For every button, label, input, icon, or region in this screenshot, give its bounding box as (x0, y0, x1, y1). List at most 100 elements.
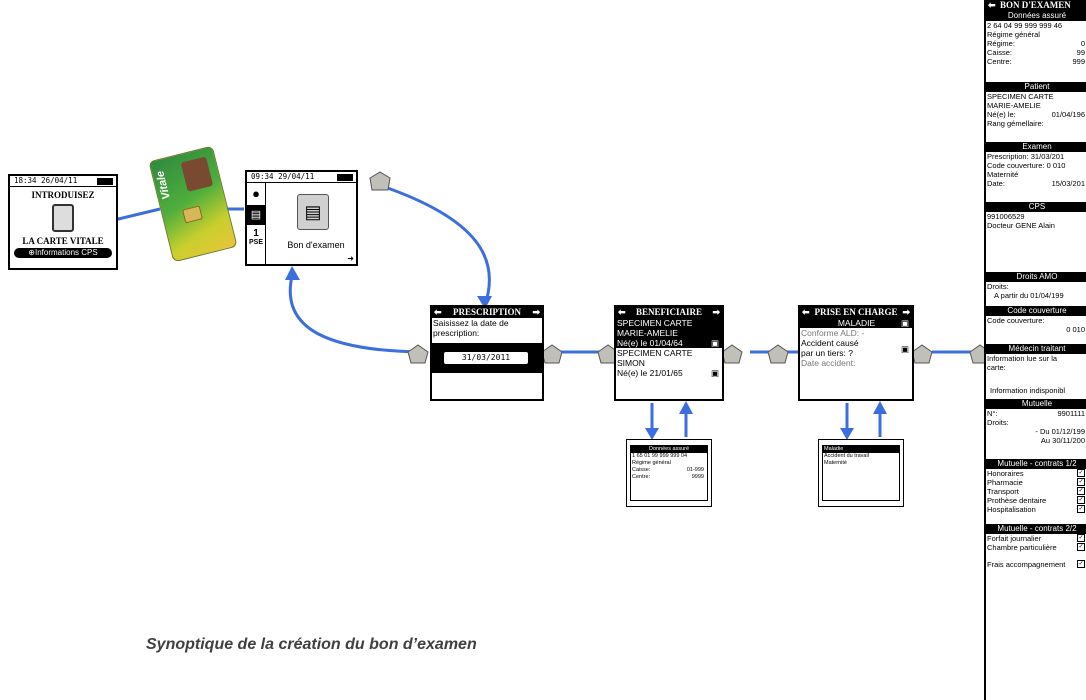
section-mutuelle: Mutuelle (986, 399, 1086, 409)
checkbox-icon[interactable]: ✓ (1077, 487, 1085, 495)
section-assure: Données assuré (986, 11, 1086, 21)
mini-assure-line: 1 65 01 99 999 999 04 (632, 453, 688, 459)
beneficiary-1-firstname: MARIE-AMELIE (616, 328, 722, 338)
droits-label: Droits: (987, 282, 1009, 291)
contrat-item: Chambre particulière✓ (987, 543, 1085, 552)
examen-date: Date:15/03/201 (987, 179, 1085, 188)
prise-date-accident: Date accident: (801, 358, 856, 368)
screen-beneficiaire: ⬅ BENEFICIAIRE ➡ SPECIMEN CARTE MARIE-AM… (614, 305, 724, 401)
patient-rang: Rang gémellaire: (987, 119, 1044, 128)
beneficiary-2-name: SPECIMEN CARTE (617, 348, 693, 358)
prescription-date-input[interactable]: 31/03/2011 (444, 352, 528, 364)
contrat-item: Frais accompagnement✓ (987, 560, 1085, 569)
card-photo (180, 156, 214, 192)
checkbox-icon[interactable]: ✓ (1077, 478, 1085, 486)
mini-donnees-assure: Données assuré 1 65 01 99 999 999 04 Rég… (626, 439, 712, 507)
contrat-item: Hospitalisation✓ (987, 505, 1085, 514)
node-benef-out (721, 344, 743, 364)
exam-document-icon[interactable]: ▤ (297, 194, 329, 230)
checkbox-icon[interactable]: ✓ (1077, 496, 1085, 504)
arrow-heads (285, 266, 887, 440)
checkbox-icon[interactable]: ✓ (1077, 469, 1085, 477)
patient-birth: Né(e) le:01/04/196 (987, 110, 1085, 119)
checkbox-icon[interactable]: ✓ (1077, 543, 1085, 551)
caisse-row: Caisse:99 (987, 48, 1085, 57)
contrat-item: Prothèse dentaire✓ (987, 496, 1085, 505)
medecin-line3: Information indisponibl (990, 386, 1066, 395)
document-icon[interactable]: ▤ (247, 205, 265, 225)
contrat-item: Transport✓ (987, 487, 1085, 496)
patient-icon[interactable]: ● (252, 186, 260, 201)
side-menu: ● ▤ 1 PSE (247, 183, 266, 264)
mutuelle-droits: Droits: (987, 418, 1009, 427)
back-arrow-icon[interactable]: ⬅ (434, 307, 442, 317)
code-couv-value: 0 010 (1066, 325, 1085, 334)
section-cps: CPS (986, 202, 1086, 212)
beneficiary-1-name: SPECIMEN CARTE (616, 318, 722, 328)
beneficiary-2-birth: Né(e) le 21/01/65▣ (617, 368, 719, 378)
back-arrow-icon[interactable]: ⬅ (802, 307, 810, 317)
medecin-line2: carte: (987, 363, 1006, 372)
mini-option[interactable]: Accident du travail (824, 453, 869, 459)
checkbox-icon[interactable]: ✓ (1077, 505, 1085, 513)
code-couv-label: Code couverture: (987, 316, 1045, 325)
details-icon[interactable]: ▣ (710, 368, 719, 378)
centre-row: Centre:999 (987, 57, 1085, 66)
contrat-item: Pharmacie✓ (987, 478, 1085, 487)
section-droits-amo: Droits AMO (986, 272, 1086, 282)
status-clock: 09:34 29/04/11 (251, 172, 315, 181)
examen-maternite: Maternité (987, 170, 1019, 179)
nir-value: 2 64 04 99 999 999 46 (987, 21, 1063, 30)
forward-arrow-icon[interactable]: ➡ (532, 307, 540, 317)
bon-examen-panel: ⬅ BON D'EXAMEN Données assuré 2 64 04 99… (984, 0, 1086, 700)
mutuelle-au: Au 30/11/200 (1040, 436, 1085, 445)
mini-option[interactable]: Maternité (824, 460, 847, 466)
section-patient: Patient (986, 82, 1086, 92)
forward-arrow-icon[interactable]: ➡ (902, 307, 910, 317)
arrow-right-icon[interactable]: ➜ (347, 254, 354, 263)
prescription-prompt-2: prescription: (433, 328, 480, 338)
section-code-couverture: Code couverture (986, 306, 1086, 316)
prescription-prompt-1: Saisissez la date de (433, 318, 509, 328)
checkbox-icon[interactable]: ✓ (1077, 534, 1085, 542)
bon-examen-label[interactable]: Bon d'examen (287, 240, 345, 250)
status-clock: 18:34 26/04/11 (14, 176, 78, 185)
screen-prise-en-charge: ⬅ PRISE EN CHARGE ➡ MALADIE▣ Conforme AL… (798, 305, 914, 401)
back-arrow-icon[interactable]: ⬅ (618, 307, 626, 317)
droits-value: A partir du 01/04/199 (994, 291, 1064, 300)
beneficiary-1-selected[interactable]: SPECIMEN CARTE MARIE-AMELIE Né(e) le 01/… (616, 318, 722, 348)
beneficiary-2[interactable]: SPECIMEN CARTE SIMON Né(e) le 21/01/65▣ (616, 348, 722, 378)
screen-insert-card: 18:34 26/04/11 INTRODUISEZ LA CARTE VITA… (8, 174, 118, 270)
battery-icon (97, 178, 113, 185)
forward-arrow-icon[interactable]: ➡ (712, 307, 720, 317)
info-cps-button[interactable]: ⊕Informations CPS (14, 248, 112, 258)
card-chip (182, 205, 203, 224)
mini-option-selected[interactable]: Maladie (823, 446, 899, 453)
prise-selected-maladie[interactable]: MALADIE▣ (800, 318, 912, 328)
card-slot-icon (52, 204, 74, 232)
beneficiaire-title: BENEFICIAIRE (635, 307, 702, 317)
card-label: Vitale (154, 169, 173, 201)
screen-home: 09:34 29/04/11 ● ▤ 1 PSE ▤ Bon d'examen … (245, 170, 358, 266)
contrat-item: Honoraires✓ (987, 469, 1085, 478)
pse-icon[interactable]: 1 PSE (248, 228, 263, 247)
list-icon[interactable]: ▣ (900, 344, 909, 354)
connector-home-loop-bottom (288, 275, 419, 354)
medecin-line1: Information lue sur la (987, 354, 1058, 363)
insert-line1: INTRODUISEZ (31, 190, 95, 200)
connector-card-to-vitale (109, 207, 161, 223)
insert-line2: LA CARTE VITALE (22, 236, 104, 246)
node-presc-out (541, 344, 563, 364)
node-prise-in (767, 344, 789, 364)
details-icon[interactable]: ▣ (710, 338, 719, 348)
checkbox-icon[interactable]: ✓ (1077, 560, 1085, 568)
prise-title-bar: ⬅ PRISE EN CHARGE ➡ (800, 307, 912, 318)
cps-number: 991006529 (987, 212, 1025, 221)
prise-accident-1: Accident causé (801, 338, 859, 348)
regime-row: Régime:0 (987, 39, 1085, 48)
arrowhead-prise-down (840, 428, 854, 440)
node-presc-in (407, 344, 429, 364)
mutuelle-number: N°:9901111 (987, 409, 1085, 418)
back-arrow-icon[interactable]: ⬅ (988, 0, 996, 10)
